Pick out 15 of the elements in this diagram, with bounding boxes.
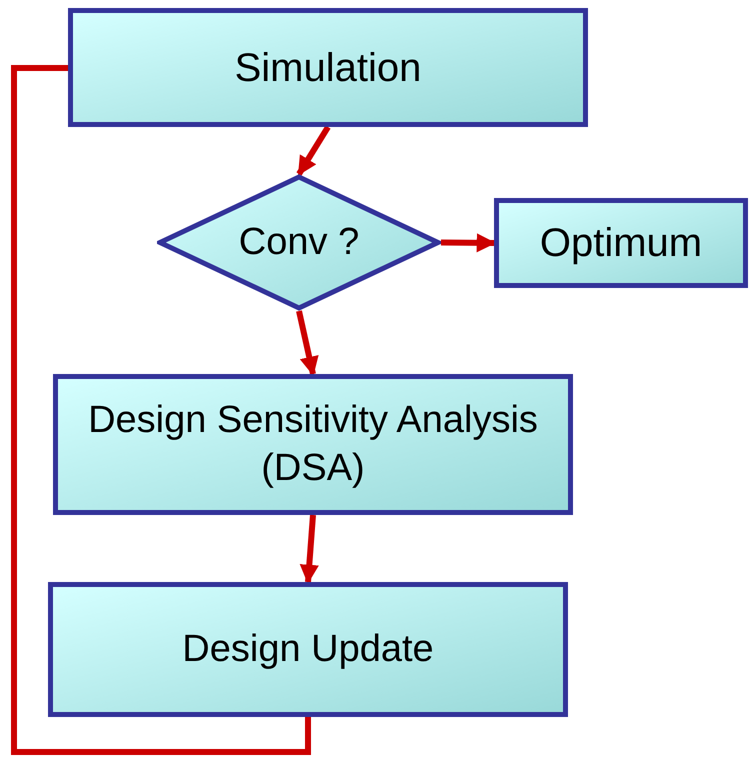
box-label: Design Update [181, 626, 435, 672]
process-box [494, 198, 748, 288]
arrow [296, 310, 319, 376]
arrow [440, 233, 496, 252]
process-box [48, 582, 568, 717]
box-label: Conv ? [238, 220, 360, 265]
box-label: Simulation [234, 44, 422, 92]
process-box [68, 8, 588, 127]
connector-line [11, 65, 311, 755]
arrow [300, 514, 319, 584]
decision-diamond [157, 174, 441, 311]
box-label: Design Sensitivity Analysis (DSA) [87, 398, 539, 490]
arrow [296, 125, 331, 176]
box-label: Optimum [538, 220, 704, 267]
process-box [53, 374, 573, 515]
